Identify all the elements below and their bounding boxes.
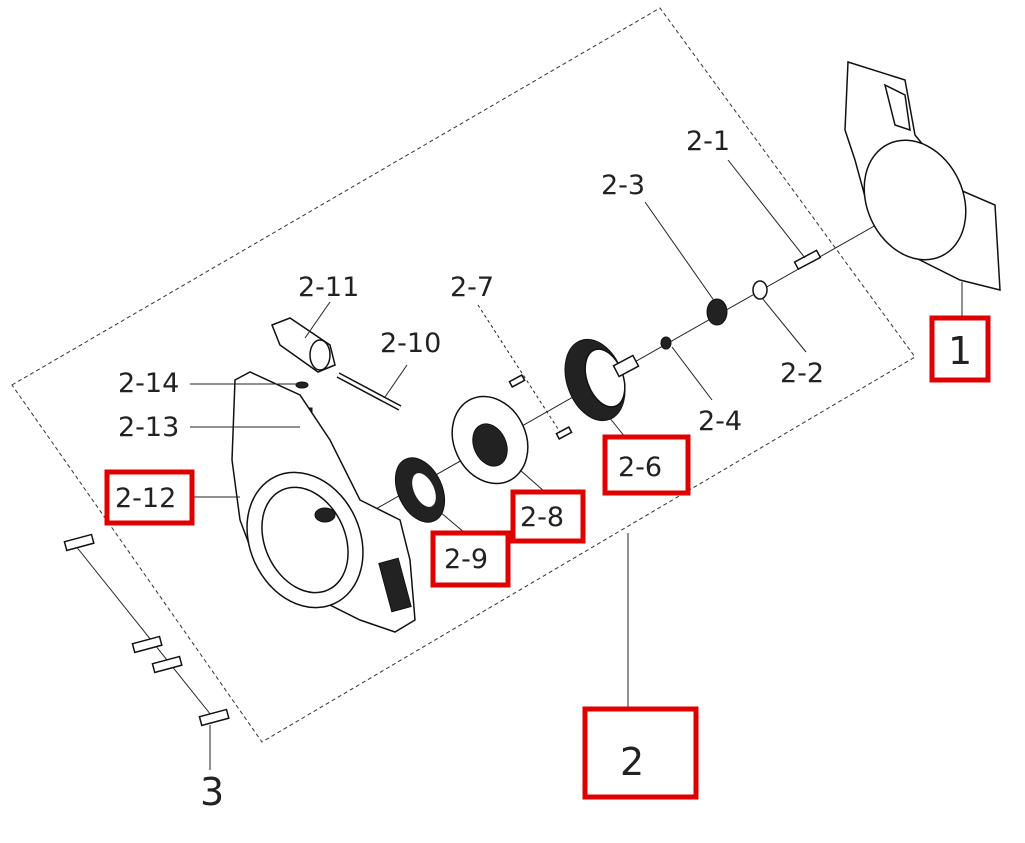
part-2-6-pulley bbox=[564, 338, 640, 422]
highlight-box-2-9 bbox=[430, 530, 511, 588]
highlight-box-2-6 bbox=[602, 434, 691, 496]
label-2-13: 2-13 bbox=[118, 412, 179, 443]
part-3-screws bbox=[63, 533, 230, 727]
part-2-9-spring bbox=[394, 457, 446, 523]
part-2-1-bolt bbox=[793, 249, 822, 271]
part-2-14-washer bbox=[295, 381, 309, 389]
part-2-7-pin-b bbox=[555, 426, 573, 440]
label-2-8: 2-8 bbox=[520, 502, 564, 533]
highlight-box-2-8 bbox=[510, 489, 586, 544]
part-1-fan-housing bbox=[844, 60, 1001, 291]
label-2-12: 2-12 bbox=[115, 483, 176, 514]
leader-lines bbox=[190, 159, 963, 770]
highlight-box-2 bbox=[582, 706, 699, 800]
part-2-3-ratchet bbox=[706, 298, 728, 326]
label-2: 2 bbox=[620, 740, 644, 784]
label-2-9: 2-9 bbox=[444, 544, 488, 575]
part-2-8-spring-case bbox=[451, 395, 529, 485]
rope-highlight bbox=[337, 373, 401, 410]
label-2-2: 2-2 bbox=[780, 358, 824, 389]
label-2-1: 2-1 bbox=[686, 126, 730, 157]
label-2-3: 2-3 bbox=[601, 170, 645, 201]
part-2-12-starter-cover bbox=[231, 371, 416, 633]
label-2-6: 2-6 bbox=[618, 452, 662, 483]
label-1: 1 bbox=[948, 329, 972, 373]
label-2-14: 2-14 bbox=[118, 368, 179, 399]
highlight-box-2-12 bbox=[104, 469, 195, 526]
part-2-4-collar bbox=[660, 336, 672, 350]
label-3: 3 bbox=[200, 770, 224, 814]
part-2-11-handle bbox=[271, 317, 336, 373]
label-2-11: 2-11 bbox=[298, 272, 359, 303]
part-2-7-pin-a bbox=[508, 374, 526, 388]
highlight-box-1 bbox=[929, 315, 991, 383]
assembly-boundary bbox=[11, 7, 916, 743]
part-2-2-washer bbox=[752, 280, 768, 300]
label-2-7: 2-7 bbox=[450, 272, 494, 303]
label-2-10: 2-10 bbox=[380, 328, 441, 359]
label-2-4: 2-4 bbox=[698, 406, 742, 437]
